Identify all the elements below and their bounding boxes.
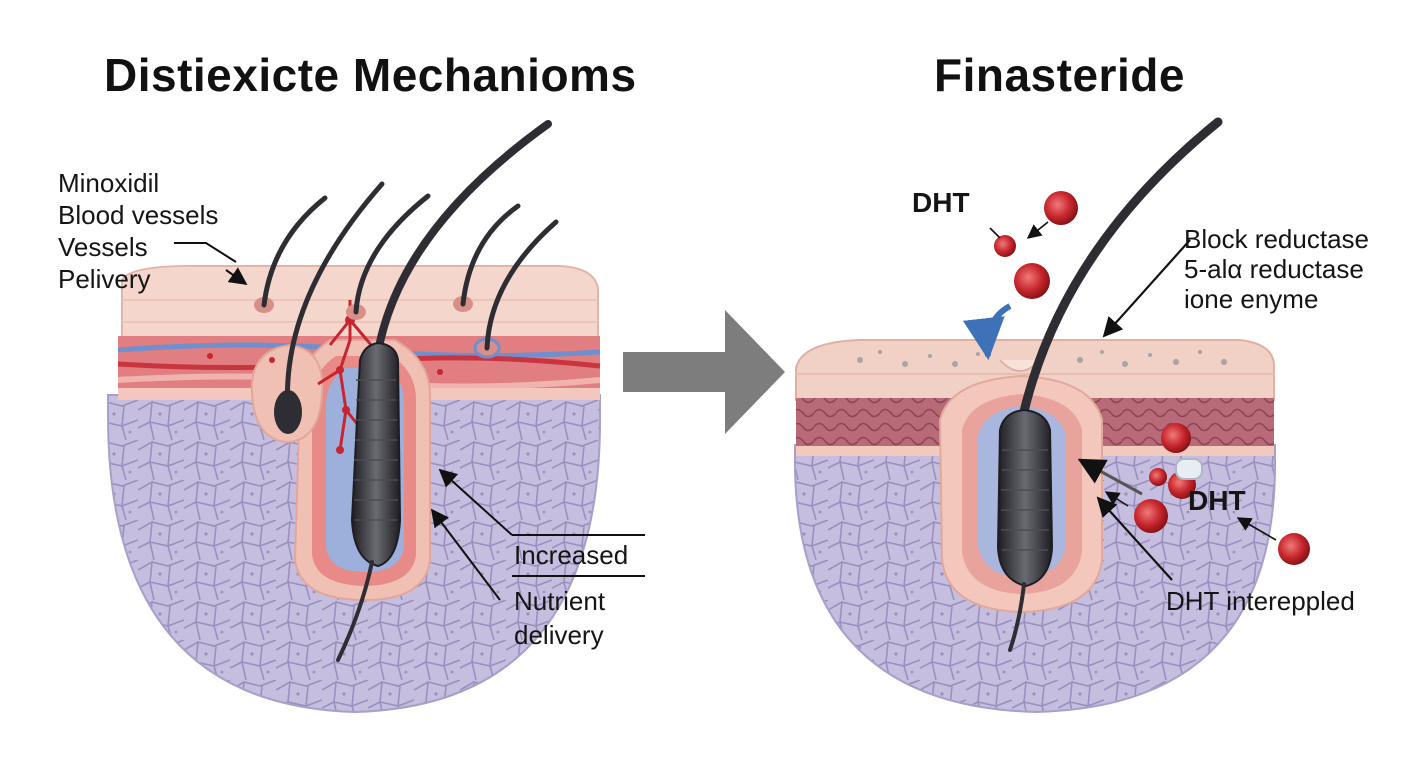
label-pelivery: Pelivery xyxy=(58,264,151,294)
dht-ball-8 xyxy=(1278,533,1310,565)
dht-ball-7 xyxy=(1134,499,1168,533)
right-hair-bulb xyxy=(996,408,1054,588)
right-annotations xyxy=(962,221,1277,581)
right-hair-shaft xyxy=(1017,117,1223,425)
label-5-alpha-reductase: 5-alα reductase xyxy=(1184,254,1364,284)
dht-ball-3 xyxy=(1014,263,1050,299)
dht-ball-4 xyxy=(1161,423,1191,453)
hair-2 xyxy=(284,181,385,415)
blue-curve-arrow xyxy=(962,303,1012,361)
hair-4 xyxy=(460,203,521,307)
main-hair-bulb xyxy=(350,341,402,568)
arrow-dht-top-a xyxy=(989,227,1001,239)
dht-molecules xyxy=(994,191,1310,565)
enzyme-blocker xyxy=(1175,458,1203,480)
label-nutrient: Nutrient xyxy=(514,586,606,616)
right-hair xyxy=(996,117,1223,652)
hair-3 xyxy=(353,193,431,315)
title-left: Distiexicte Mechanioms xyxy=(104,49,637,101)
arrow-dht-bottom xyxy=(1096,496,1173,581)
main-hair-shaft xyxy=(374,120,552,356)
arrow-increased xyxy=(438,468,513,536)
arrow-vessels xyxy=(174,242,237,263)
arrow-block-reductase xyxy=(1102,239,1191,338)
left-hairs xyxy=(261,120,559,662)
label-vessels: Vessels xyxy=(58,232,148,262)
label-block-reductase: Block reductase xyxy=(1184,224,1369,254)
left-annotations xyxy=(174,242,645,601)
hair-5 xyxy=(484,219,559,351)
dht-ball-5 xyxy=(1149,468,1167,486)
label-dht-mid: DHT xyxy=(1188,485,1246,516)
label-delivery: delivery xyxy=(514,620,604,650)
arrow-pelivery xyxy=(225,267,248,286)
dht-ball-1 xyxy=(1044,191,1078,225)
arrow-dht-right xyxy=(1236,517,1277,541)
arrow-nutrient xyxy=(430,508,501,601)
right-hair-root xyxy=(1008,582,1026,652)
left-epidermis xyxy=(121,264,599,341)
label-increased: Increased xyxy=(514,540,629,570)
center-arrow xyxy=(623,310,785,434)
arrow-dht-mid xyxy=(1077,458,1143,496)
label-dht-intereppled: DHT intereppled xyxy=(1166,586,1355,616)
label-blood-vessels: Blood vessels xyxy=(58,200,219,230)
hair-1 xyxy=(261,195,328,308)
dht-ball-2 xyxy=(994,235,1016,257)
hair-root-tail xyxy=(336,560,374,662)
label-minoxidil: Minoxidil xyxy=(58,168,160,198)
title-right: Finasteride xyxy=(934,49,1185,101)
arrow-dht-top-b xyxy=(1026,221,1049,239)
label-dht-top: DHT xyxy=(912,187,970,218)
label-ione-enyme: ione enyme xyxy=(1184,284,1319,314)
